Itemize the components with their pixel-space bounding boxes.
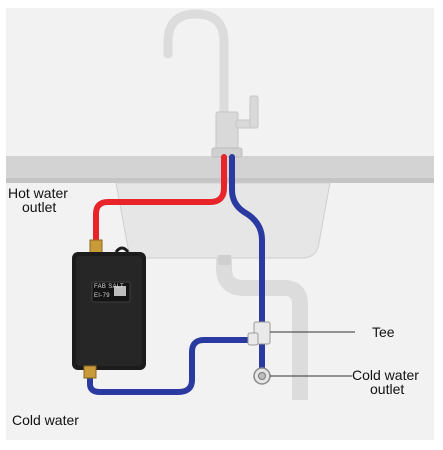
- cold-water-outlet-label-line1: Cold water: [352, 367, 419, 383]
- tee-fitting-icon: [247, 321, 271, 346]
- cold-water-outlet-label-line2: outlet: [370, 381, 405, 397]
- cold-water-label: Cold water: [12, 412, 79, 428]
- cold-water-valve-icon: [253, 367, 271, 385]
- hot-water-pipe: [93, 154, 227, 251]
- tee-label: Tee: [372, 324, 395, 340]
- heater-display-text: EI-79: [94, 293, 110, 299]
- cold-water-riser-pipe: [229, 154, 265, 375]
- hot-water-outlet-label-line2: outlet: [22, 199, 57, 215]
- water-heater-icon: [72, 239, 146, 379]
- cold-water-supply-pipe: [87, 337, 261, 395]
- faucet-icon: [163, 9, 259, 158]
- countertop: [6, 156, 434, 183]
- hot-water-outlet-label-line1: Hot water: [8, 185, 68, 201]
- heater-brand: FAB SALT: [94, 284, 124, 290]
